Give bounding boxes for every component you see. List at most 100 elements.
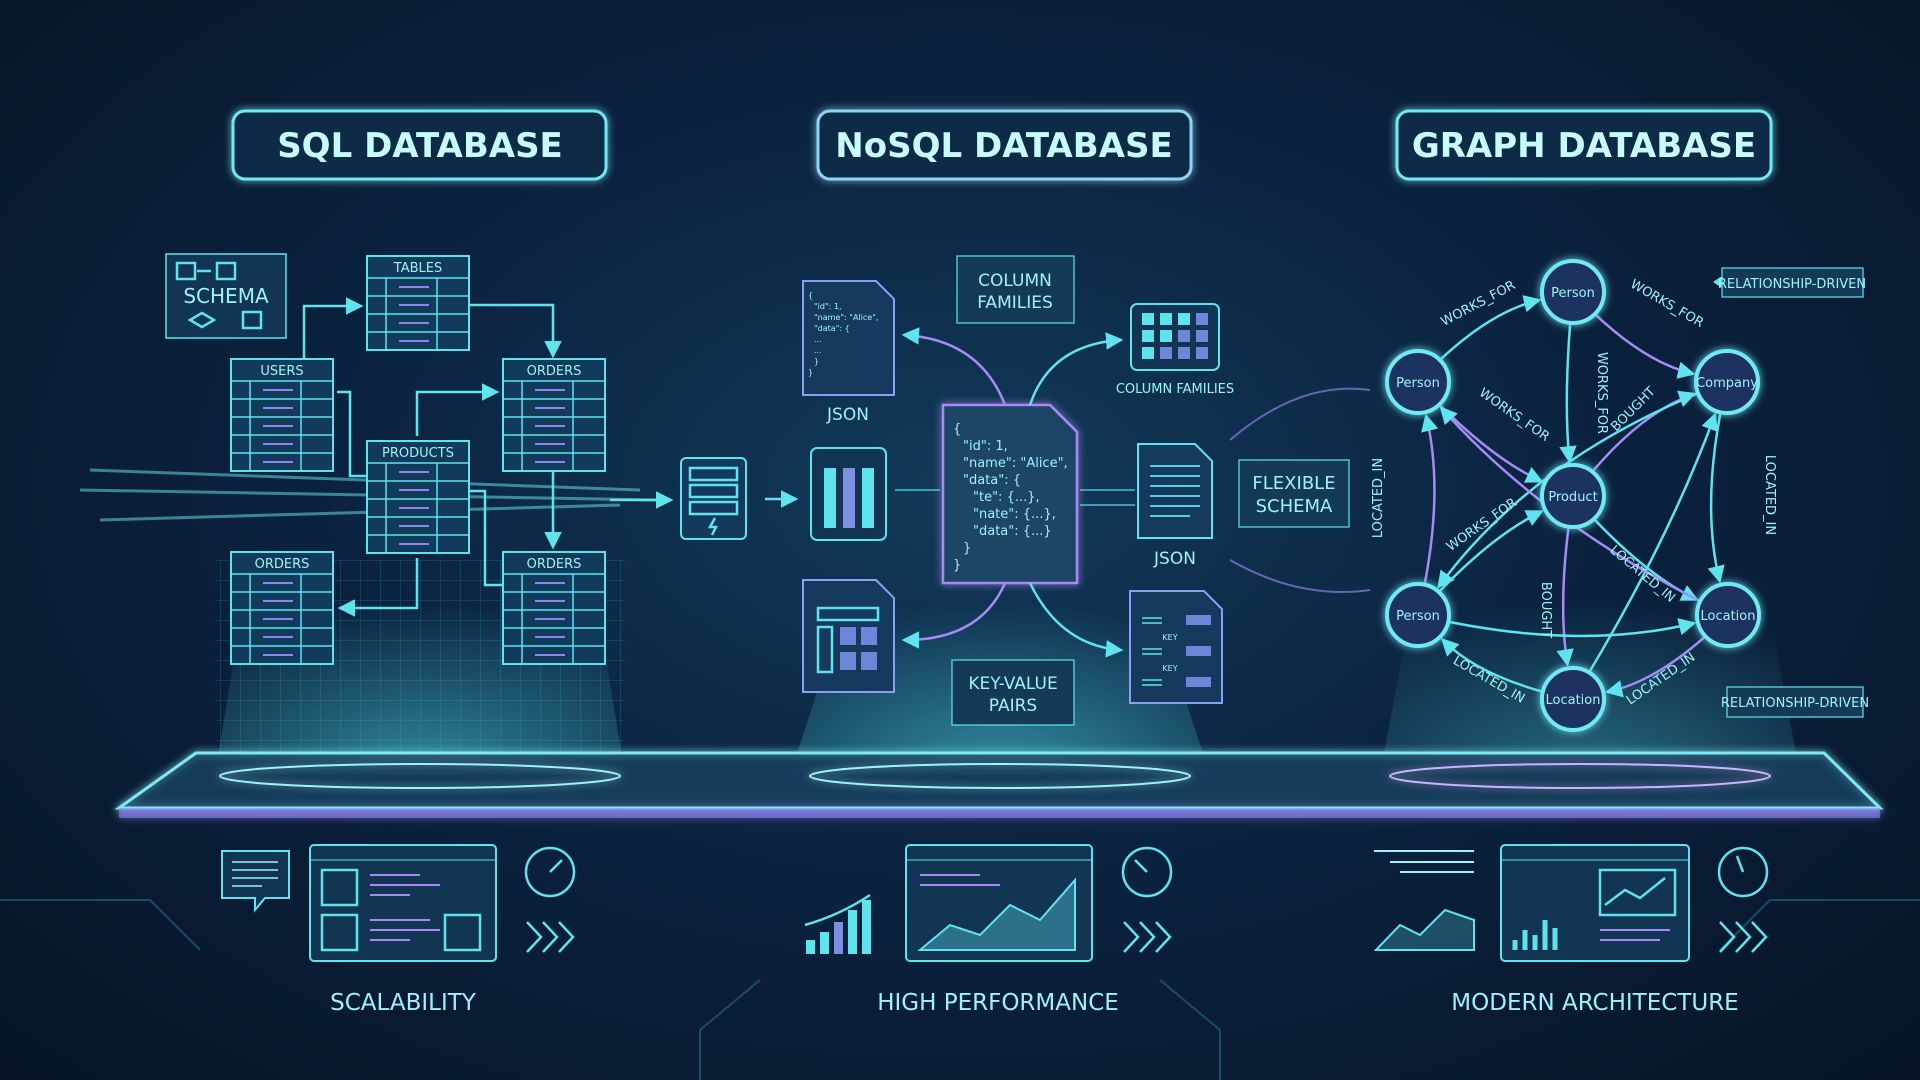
- gauge-icon: [1121, 846, 1173, 898]
- doc-line: {: [808, 291, 813, 300]
- sql-title: SQL DATABASE: [277, 126, 563, 166]
- nosql-section: {"id": 1,"name": "Alice","data": {......…: [680, 255, 1350, 726]
- doc-line: "data": {: [963, 473, 1021, 488]
- chevrons-icon: [526, 921, 575, 953]
- graph-node-label: Location: [1546, 693, 1601, 708]
- graph-node-label: Person: [1551, 286, 1595, 301]
- bar-chart-doc-icon: [810, 447, 887, 541]
- doc-line: "data": {: [814, 324, 850, 333]
- sql-table-name: ORDERS: [527, 557, 582, 572]
- doc-line: "name": "Alice",: [814, 313, 878, 322]
- table-doc-icon: [802, 579, 895, 693]
- edge-label: BOUGHT: [1608, 384, 1658, 434]
- doc-line: }: [814, 357, 819, 366]
- nosql-arrows: [895, 327, 1135, 658]
- relationship-driven-label: RELATIONSHIP-DRIVEN: [1718, 277, 1866, 292]
- feature-label: HIGH PERFORMANCE: [877, 990, 1119, 1016]
- graph-node-label: Person: [1396, 609, 1440, 624]
- doc-line: "data": {...}: [973, 524, 1052, 539]
- dashboard-icon: [309, 844, 497, 962]
- sql-table: ORDERS: [502, 551, 606, 665]
- graph-node: Company: [1694, 349, 1760, 415]
- doc-line: "id": 1,: [814, 302, 842, 311]
- graph-title: GRAPH DATABASE: [1412, 126, 1756, 166]
- feature-scalability: SCALABILITY: [221, 844, 576, 1016]
- graph-node: Location: [1695, 582, 1761, 648]
- graph-node: Location: [1540, 666, 1606, 732]
- graph-node: Person: [1540, 259, 1606, 325]
- graph-edge: [1571, 412, 1718, 700]
- doc-line: {: [953, 422, 961, 437]
- feature-high-performance: HIGH PERFORMANCE: [804, 844, 1173, 1016]
- edge-label: WORKS_FOR: [1594, 352, 1609, 434]
- feature-label: MODERN ARCHITECTURE: [1451, 990, 1738, 1016]
- feature-label: SCALABILITY: [330, 990, 477, 1016]
- graph-edge: [1417, 613, 1697, 638]
- sql-section: SCHEMA TABLES USERS ORDERS PRODUCTS ORDERS OR…: [165, 253, 674, 665]
- doc-line: ...: [814, 335, 822, 344]
- doc-line: "name": "Alice",: [963, 456, 1068, 471]
- edge-label: LOCATED_IN: [1371, 458, 1386, 538]
- platform: [114, 751, 1884, 818]
- graph-node: Person: [1385, 582, 1451, 648]
- column-families-label: COLUMN FAMILIES: [1116, 382, 1234, 397]
- graph-node-label: Person: [1396, 376, 1440, 391]
- server-icon: [680, 457, 747, 540]
- json-label-right: JSON: [1153, 549, 1196, 569]
- feature-modern-architecture: MODERN ARCHITECTURE: [1373, 844, 1769, 1016]
- relationship-callout-top: RELATIONSHIP-DRIVEN: [1713, 267, 1866, 298]
- chevrons-icon: [1719, 921, 1768, 953]
- schema-label: SCHEMA: [183, 284, 269, 308]
- bar-chart-icon: [804, 893, 871, 954]
- analytics-window-icon: [1500, 844, 1690, 962]
- sql-table-name: TABLES: [393, 261, 442, 276]
- json-doc-right: JSON: [1137, 443, 1213, 569]
- sql-table-name: PRODUCTS: [382, 446, 454, 461]
- edge-label: WORKS_FOR: [1444, 495, 1520, 554]
- sql-table-name: USERS: [260, 364, 303, 379]
- column-grid-icon: COLUMN FAMILIES: [1116, 303, 1234, 397]
- sql-table: ORDERS: [230, 551, 334, 665]
- doc-line: "id": 1,: [963, 439, 1008, 454]
- graph-node: Product: [1540, 463, 1606, 529]
- doc-line: }: [953, 558, 961, 573]
- sql-table: USERS: [230, 358, 334, 472]
- kv-key-2: KEY: [1162, 664, 1177, 673]
- graph-node-label: Location: [1701, 609, 1756, 624]
- sql-table: TABLES: [366, 255, 470, 351]
- edge-label: BOUGHT: [1538, 582, 1553, 638]
- edge-label: WORKS_FOR: [1627, 277, 1706, 331]
- chat-icon: [221, 850, 290, 913]
- edge-label: LOCATED_IN: [1762, 455, 1777, 535]
- edge-label: WORKS_FOR: [1439, 278, 1519, 330]
- kv-key-1: KEY: [1162, 633, 1177, 642]
- key-value-doc-icon: KEY KEY: [1129, 590, 1223, 704]
- doc-line: }: [808, 368, 813, 377]
- area-chart-icon: [1373, 850, 1475, 951]
- relationship-driven-label: RELATIONSHIP-DRIVEN: [1721, 696, 1869, 711]
- graph-node-label: Company: [1696, 376, 1758, 391]
- sql-title-box: SQL DATABASE: [231, 109, 608, 181]
- graph-node: Person: [1385, 349, 1451, 415]
- relationship-callout-bottom: RELATIONSHIP-DRIVEN: [1721, 686, 1869, 718]
- sql-table: ORDERS: [502, 358, 606, 472]
- json-label-left: JSON: [826, 405, 869, 425]
- central-json-doc: {"id": 1, "name": "Alice", "data": { "te": …: [941, 403, 1079, 585]
- sql-connectors: [302, 297, 674, 617]
- graph-title-box: GRAPH DATABASE: [1395, 109, 1773, 181]
- json-doc-left: {"id": 1, "name": "Alice", "data": {......…: [802, 280, 895, 425]
- nosql-title: NoSQL DATABASE: [835, 126, 1172, 166]
- sql-table-name: ORDERS: [255, 557, 310, 572]
- gauge-icon: [1717, 846, 1769, 898]
- nosql-title-box: NoSQL DATABASE: [816, 109, 1193, 181]
- doc-line: "te": {...},: [973, 490, 1040, 505]
- doc-line: ...: [814, 346, 822, 355]
- gauge-icon: [524, 846, 576, 898]
